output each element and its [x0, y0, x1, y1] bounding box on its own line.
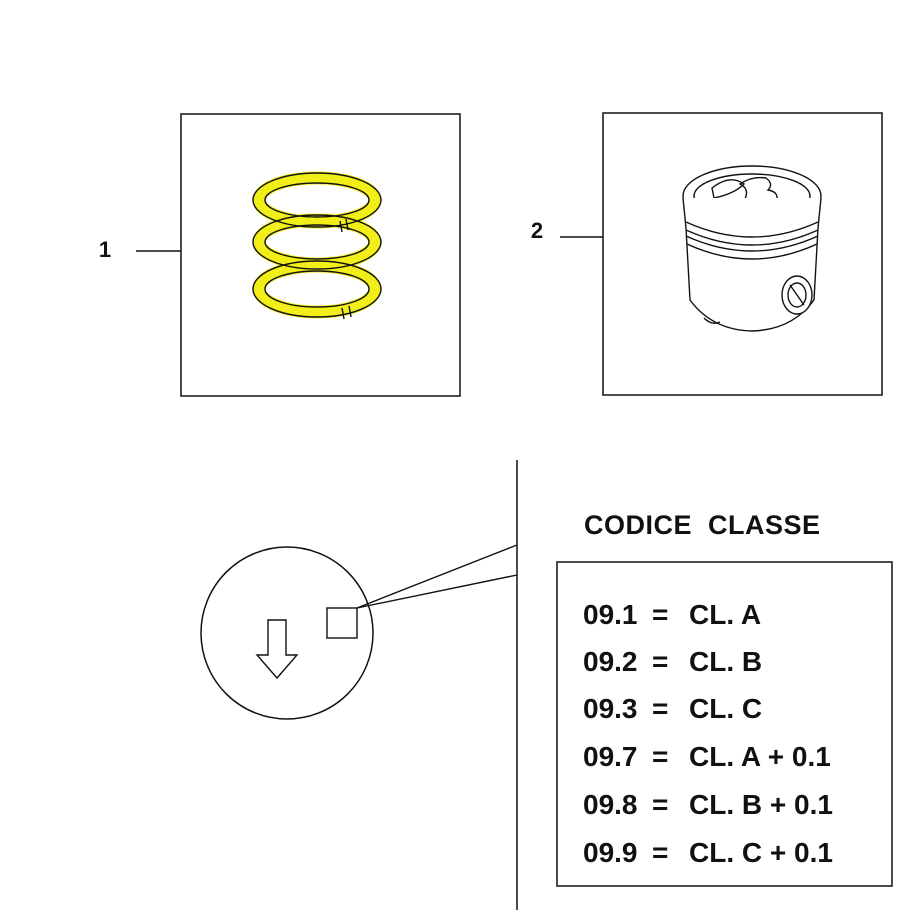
class-value: CL. A + 0.1 — [689, 741, 831, 772]
code-value: 09.8 — [583, 789, 638, 820]
code-value: 09.9 — [583, 837, 638, 868]
marking-detail-group — [200, 460, 518, 910]
part-1-frame — [180, 113, 461, 397]
part-2-group: 2 — [531, 112, 883, 396]
legend-row: 09.1 = CL. A — [583, 599, 761, 630]
detail-view-circle — [200, 546, 374, 720]
code-value: 09.3 — [583, 693, 638, 724]
part-2-frame — [602, 112, 883, 396]
class-value: CL. C + 0.1 — [689, 837, 833, 868]
part-2-callout: 2 — [531, 218, 543, 243]
code-value: 09.2 — [583, 646, 638, 677]
part-1-group: 1 — [99, 113, 461, 397]
piston-rings-icon — [252, 171, 382, 320]
equals-sign: = — [652, 789, 668, 820]
part-1-callout: 1 — [99, 237, 111, 262]
class-value: CL. A — [689, 599, 761, 630]
class-value: CL. B — [689, 646, 762, 677]
legend-row: 09.9 = CL. C + 0.1 — [583, 837, 833, 868]
detail-leader-lower — [356, 574, 518, 609]
equals-sign: = — [652, 693, 668, 724]
class-value: CL. B + 0.1 — [689, 789, 833, 820]
class-code-legend: CODICE CLASSE 09.1 = CL. A 09.2 = CL. B … — [556, 510, 893, 887]
legend-row: 09.8 = CL. B + 0.1 — [583, 789, 833, 820]
legend-row: 09.7 = CL. A + 0.1 — [583, 741, 831, 772]
legend-heading: CODICE CLASSE — [584, 510, 821, 540]
equals-sign: = — [652, 741, 668, 772]
legend-row: 09.2 = CL. B — [583, 646, 762, 677]
code-value: 09.1 — [583, 599, 638, 630]
equals-sign: = — [652, 837, 668, 868]
legend-row: 09.3 = CL. C — [583, 693, 762, 724]
arrow-down-icon — [255, 619, 299, 680]
class-value: CL. C — [689, 693, 762, 724]
equals-sign: = — [652, 599, 668, 630]
legend-table-frame — [556, 561, 893, 887]
piston-icon — [682, 165, 822, 332]
class-marking-square-icon — [326, 607, 358, 639]
code-value: 09.7 — [583, 741, 638, 772]
detail-leader-upper — [356, 544, 518, 609]
equals-sign: = — [652, 646, 668, 677]
